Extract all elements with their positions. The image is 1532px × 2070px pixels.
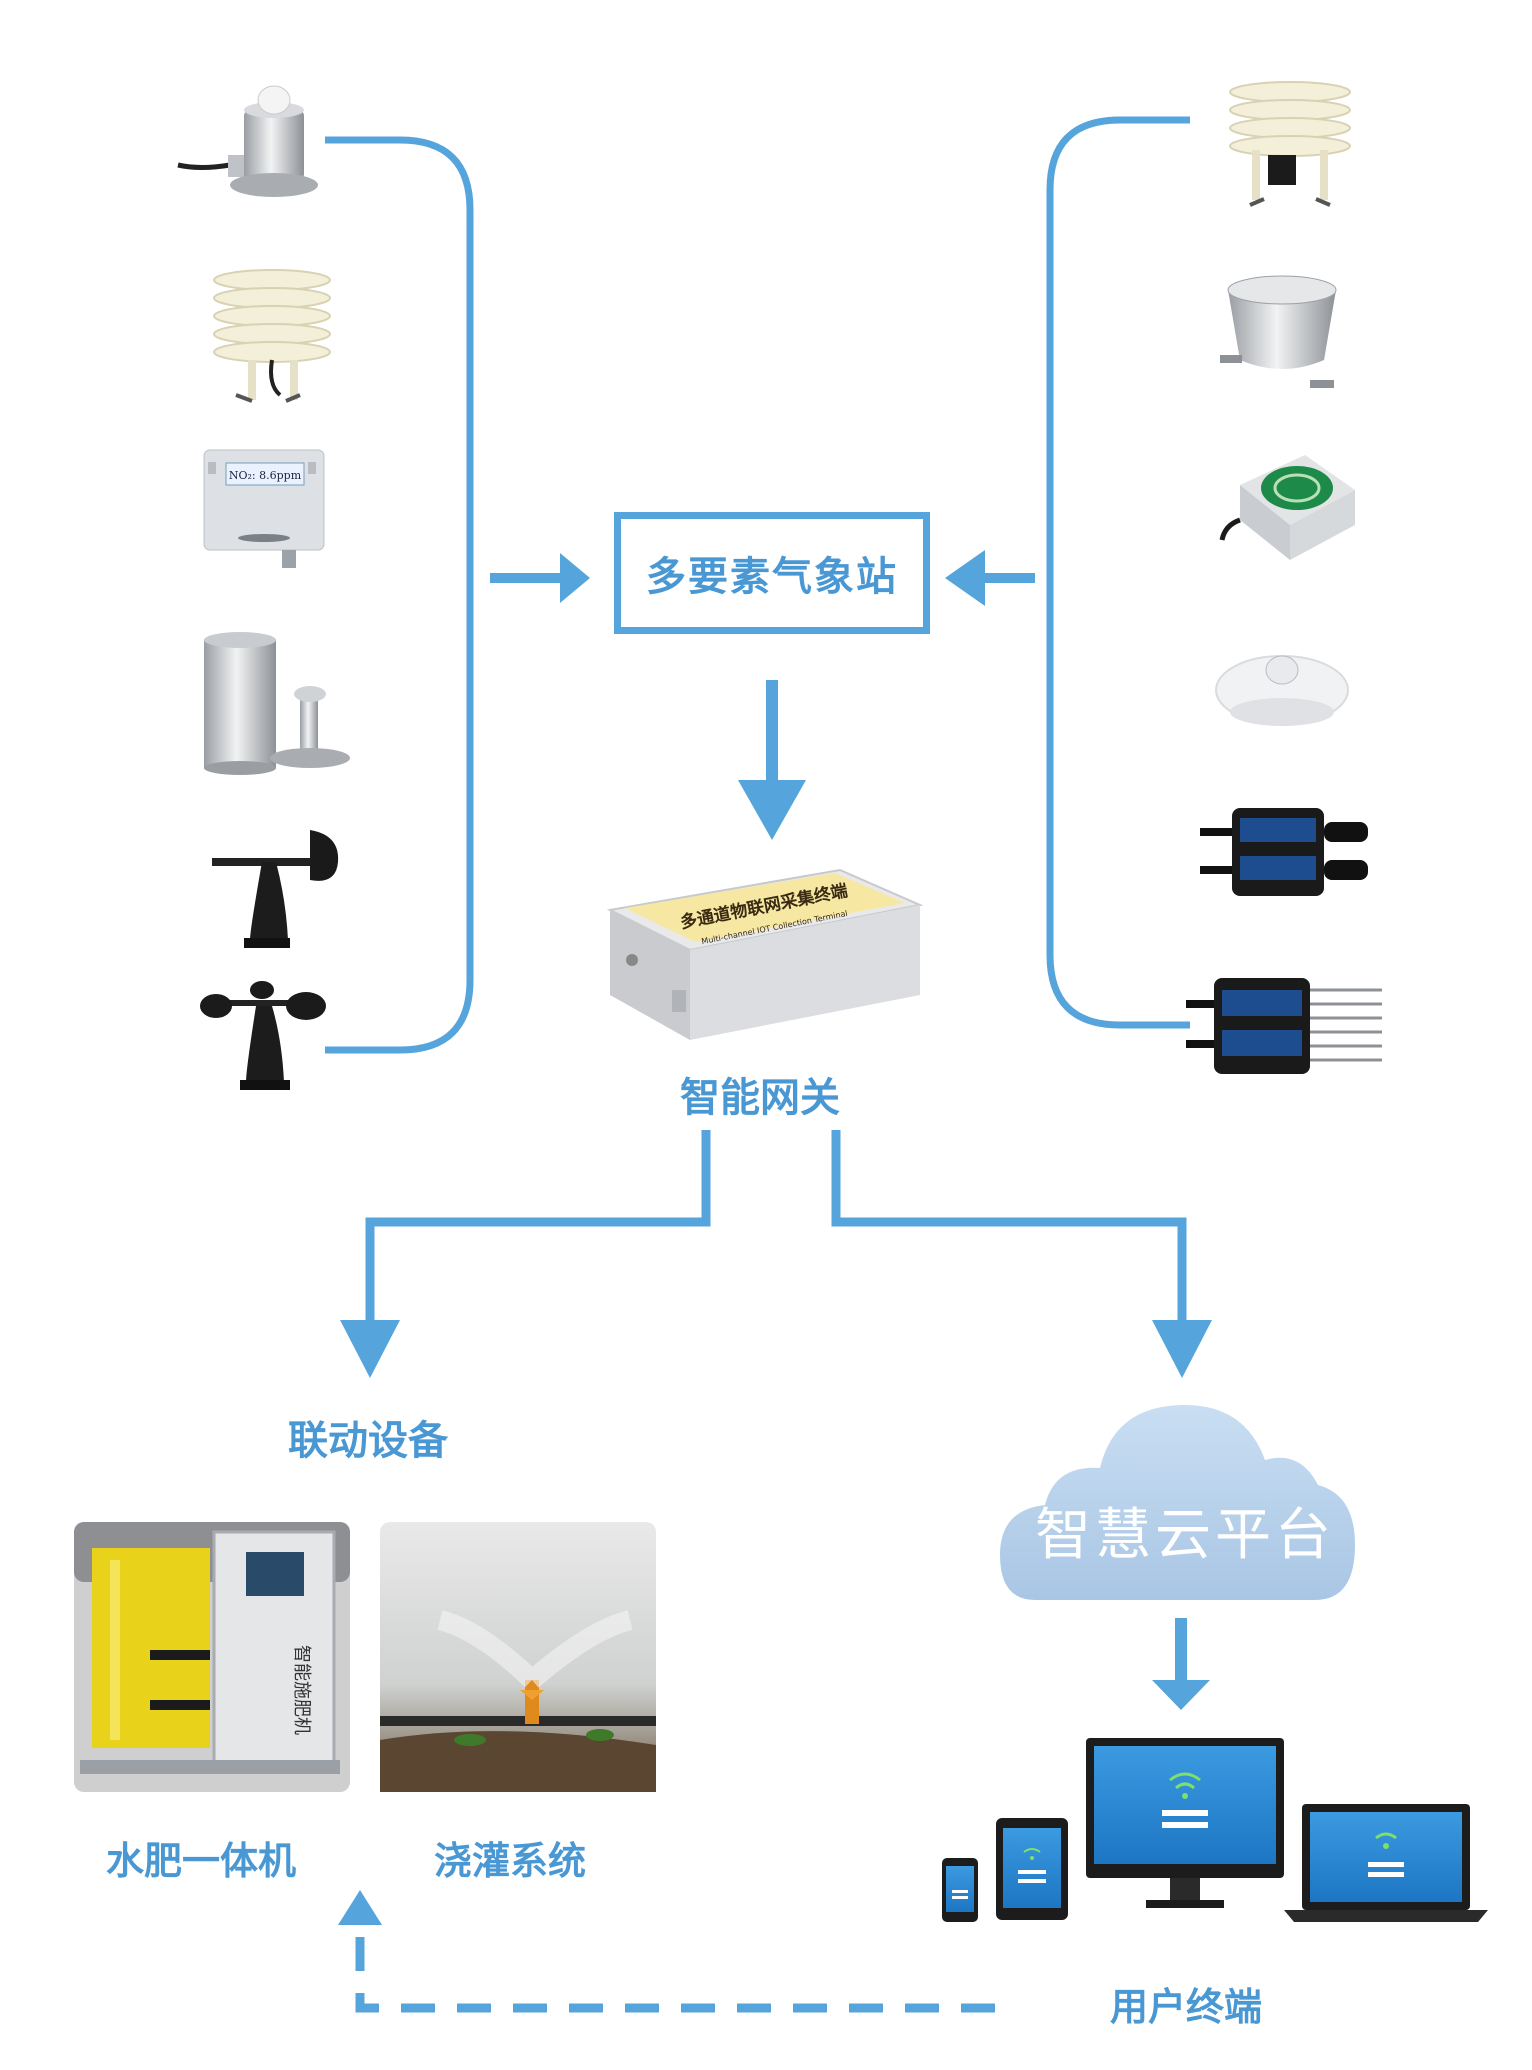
arrow-head-linkage	[340, 1320, 400, 1378]
arrow-cloud-to-terminals	[1152, 1618, 1210, 1710]
louver-shield-left-icon	[213, 269, 331, 403]
smartphone-icon	[942, 1858, 978, 1922]
gateway-label: 智能网关	[680, 1075, 840, 1121]
anemometer-icon	[200, 981, 326, 1090]
gas-sensor-box-icon: NO₂: 8.6ppm	[203, 449, 325, 568]
louver-shield-right-icon	[1229, 81, 1351, 207]
evaporation-pan-icon	[1220, 275, 1337, 388]
gas-sensor-display-text: NO₂: 8.6ppm	[229, 469, 302, 482]
dashed-feedback-line	[355, 1930, 995, 2013]
soil-sensor-1-icon	[1200, 808, 1368, 896]
radiation-dome-icon	[1215, 655, 1349, 726]
user-terminals-label: 用户终端	[1110, 1985, 1263, 2029]
left-bracket-line	[325, 136, 474, 1054]
cloud-icon	[1000, 1405, 1355, 1600]
weather-station-box: 多要素气象站	[614, 512, 930, 634]
weather-station-label: 多要素气象站	[646, 554, 898, 600]
right-bracket-line	[1046, 116, 1190, 1029]
arrow-gateway-to-linkage	[365, 1130, 711, 1330]
irrigation-photo	[380, 1522, 656, 1792]
tablet-icon	[996, 1818, 1068, 1920]
irrigation-label: 浇灌系统	[434, 1839, 587, 1883]
water-fertilizer-machine-photo: 智能施肥机	[74, 1522, 350, 1792]
gateway-device-icon: 多通道物联网采集终端 Multi-channel IOT Collection …	[606, 868, 924, 1040]
desktop-monitor-icon	[1086, 1738, 1284, 1908]
arrow-gateway-to-cloud	[831, 1130, 1187, 1330]
water-fertilizer-label: 水肥一体机	[106, 1839, 297, 1883]
light-sensor-icon	[177, 85, 318, 197]
cloud-platform-label: 智慧云平台	[1035, 1503, 1335, 1568]
rain-gauge-icon	[204, 632, 350, 775]
leaf-wetness-sensor-icon	[1219, 455, 1355, 560]
wind-vane-icon	[212, 830, 339, 948]
machine-panel-text: 智能施肥机	[291, 1645, 312, 1735]
laptop-icon	[1284, 1804, 1488, 1922]
linkage-devices-title: 联动设备	[288, 1418, 448, 1464]
soil-sensor-2-icon	[1186, 978, 1382, 1074]
arrow-head-cloud	[1152, 1320, 1212, 1378]
arrow-head-feedback	[338, 1890, 382, 1925]
arrow-left-to-station	[490, 553, 590, 603]
arrow-station-to-gateway	[738, 680, 806, 840]
arrow-right-to-station	[945, 550, 1035, 606]
